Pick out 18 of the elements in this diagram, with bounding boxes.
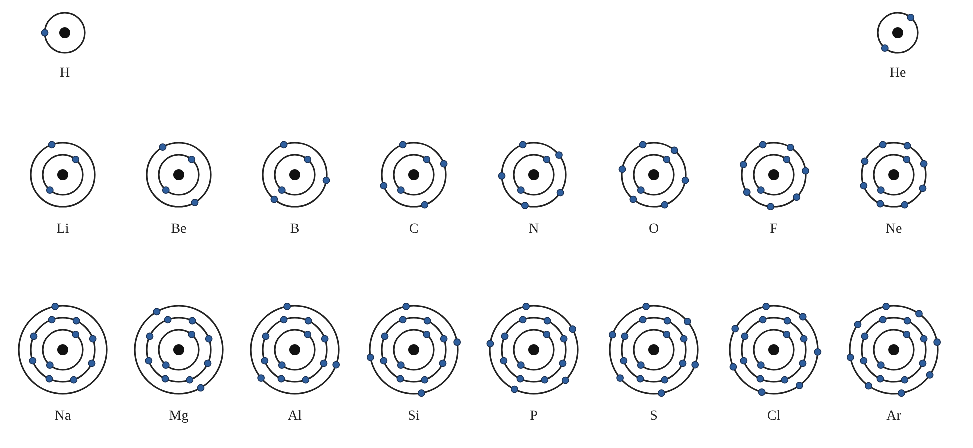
element-symbol: Be	[171, 222, 187, 238]
element-symbol: S	[650, 409, 658, 425]
element-symbol: Na	[54, 409, 72, 425]
element-symbol: Al	[288, 409, 302, 425]
element-symbol: Mg	[169, 409, 189, 425]
element-symbol: C	[409, 222, 419, 238]
element-symbol: Ne	[886, 222, 902, 238]
element-symbol: H	[60, 66, 70, 82]
element-symbol: P	[530, 409, 538, 425]
element-symbol: O	[648, 222, 660, 238]
element-symbol: N	[528, 222, 540, 238]
element-symbol: B	[290, 222, 300, 238]
element-symbol: Li	[56, 222, 70, 238]
element-symbol: Si	[408, 409, 420, 425]
element-symbol: Cl	[767, 409, 781, 425]
element-symbol: Ar	[886, 409, 902, 425]
element-symbol: F	[770, 222, 778, 238]
element-symbol: He	[890, 66, 906, 82]
